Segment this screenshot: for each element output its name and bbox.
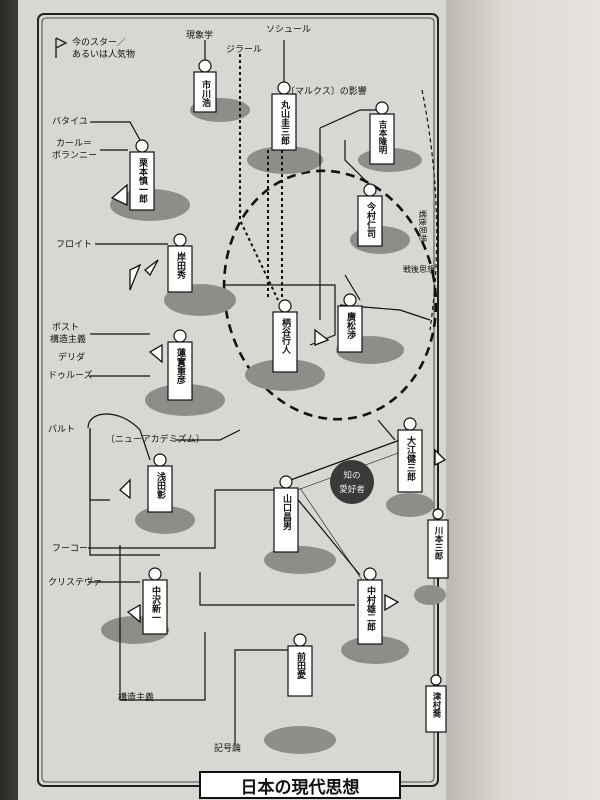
person-name: 廣松渉: [345, 311, 356, 340]
label-postwar-2: 戦後思想: [403, 264, 435, 274]
person-name: 栗本慎一郎: [137, 158, 148, 204]
person-imamura: 今村仁司: [357, 183, 383, 247]
connections: [87, 40, 431, 745]
person-karatani: 柄谷行人: [272, 299, 298, 373]
person-name: 浅田彰: [155, 471, 166, 500]
person-name: 山口昌男: [281, 493, 292, 531]
knowledge-lover-line-2: 愛好者: [339, 484, 365, 495]
label-polanyi-1: カール＝: [56, 138, 92, 149]
label-bataille: バタイユ: [52, 116, 88, 127]
person-kawamoto: 川本三郎: [427, 508, 449, 579]
person-hasumi: 蓮實重彦: [167, 329, 193, 401]
person-maeda: 前田愛: [287, 633, 313, 697]
person-name: 岸田秀: [175, 251, 187, 280]
person-name: 丸山圭三郎: [279, 99, 291, 146]
label-post-2: 構造主義: [50, 333, 86, 345]
label-semiotics: 記号論: [214, 742, 241, 754]
facing-page: [446, 0, 600, 800]
person-name: 吉本隆明: [377, 119, 387, 155]
person-yoshimoto: 吉本隆明: [369, 101, 395, 165]
person-name: 中村雄二郎: [365, 585, 377, 632]
diagram-title: 日本の現代思想: [241, 777, 360, 798]
label-freud: フロイト: [56, 240, 92, 250]
label-marx: 〔マルクス〕の影響: [286, 85, 367, 97]
legend-line-2: あるいは人気物: [72, 48, 135, 60]
label-deleuze: ドゥルーズ: [48, 369, 93, 381]
label-new-academism: 〔ニューアカデミズム〕: [106, 433, 205, 445]
marx-influence-ellipse: [222, 169, 438, 421]
person-asada: 浅田彰: [147, 453, 173, 513]
person-name: 前田愛: [295, 651, 306, 680]
knowledge-lover-line-1: 知の: [343, 470, 360, 481]
label-derrida: デリダ: [58, 351, 85, 363]
label-postwar-1: 戦後思想: [418, 210, 428, 242]
label-structuralism: 構造主義: [118, 691, 154, 703]
label-girard: ジラール: [226, 44, 262, 55]
person-maruyama: 丸山圭三郎: [271, 81, 297, 151]
person-nakazawa: 中沢新一: [142, 567, 168, 635]
legend-line-1: 今のスター／: [72, 36, 126, 48]
person-name: 市川浩: [200, 79, 212, 108]
person-yamaguchi: 山口昌男: [273, 475, 299, 553]
title-frame: [199, 771, 401, 799]
label-foucault: フーコー: [52, 544, 88, 554]
person-name: 大江健三郎: [405, 435, 416, 482]
legend: 今のスター／ あるいは人気物: [55, 36, 135, 60]
label-polanyi-2: ポランニー: [52, 150, 97, 161]
label-post-1: ポスト: [52, 322, 79, 333]
person-kurimoto: 栗本慎一郎: [129, 139, 155, 211]
person-name: 柄谷行人: [280, 317, 292, 354]
label-saussure: ソシュール: [266, 25, 311, 35]
person-name: 中沢新一: [150, 585, 161, 622]
person-oe: 大江健三郎: [397, 417, 423, 493]
label-barthes: バルト: [48, 424, 75, 435]
person-ichikawa: 市川浩: [193, 59, 217, 113]
person-name: 津村喬: [431, 691, 442, 718]
knowledge-lover-badge: [330, 460, 374, 504]
flag-icon: [55, 37, 68, 58]
person-tsumura: 津村喬: [425, 674, 447, 733]
person-name: 川本三郎: [433, 526, 444, 561]
person-hiromatsu: 廣松渉: [337, 293, 363, 353]
label-genshougaku: 現象学: [186, 29, 213, 41]
postwar-dashed-line: [421, 89, 438, 331]
person-nakamura: 中村雄二郎: [357, 567, 383, 645]
label-kristeva: クリステヴァ: [48, 576, 102, 588]
person-name: 蓮實重彦: [175, 347, 186, 385]
person-name: 今村仁司: [365, 201, 377, 239]
person-kishida: 岸田秀: [167, 233, 193, 293]
flags: [110, 183, 447, 624]
